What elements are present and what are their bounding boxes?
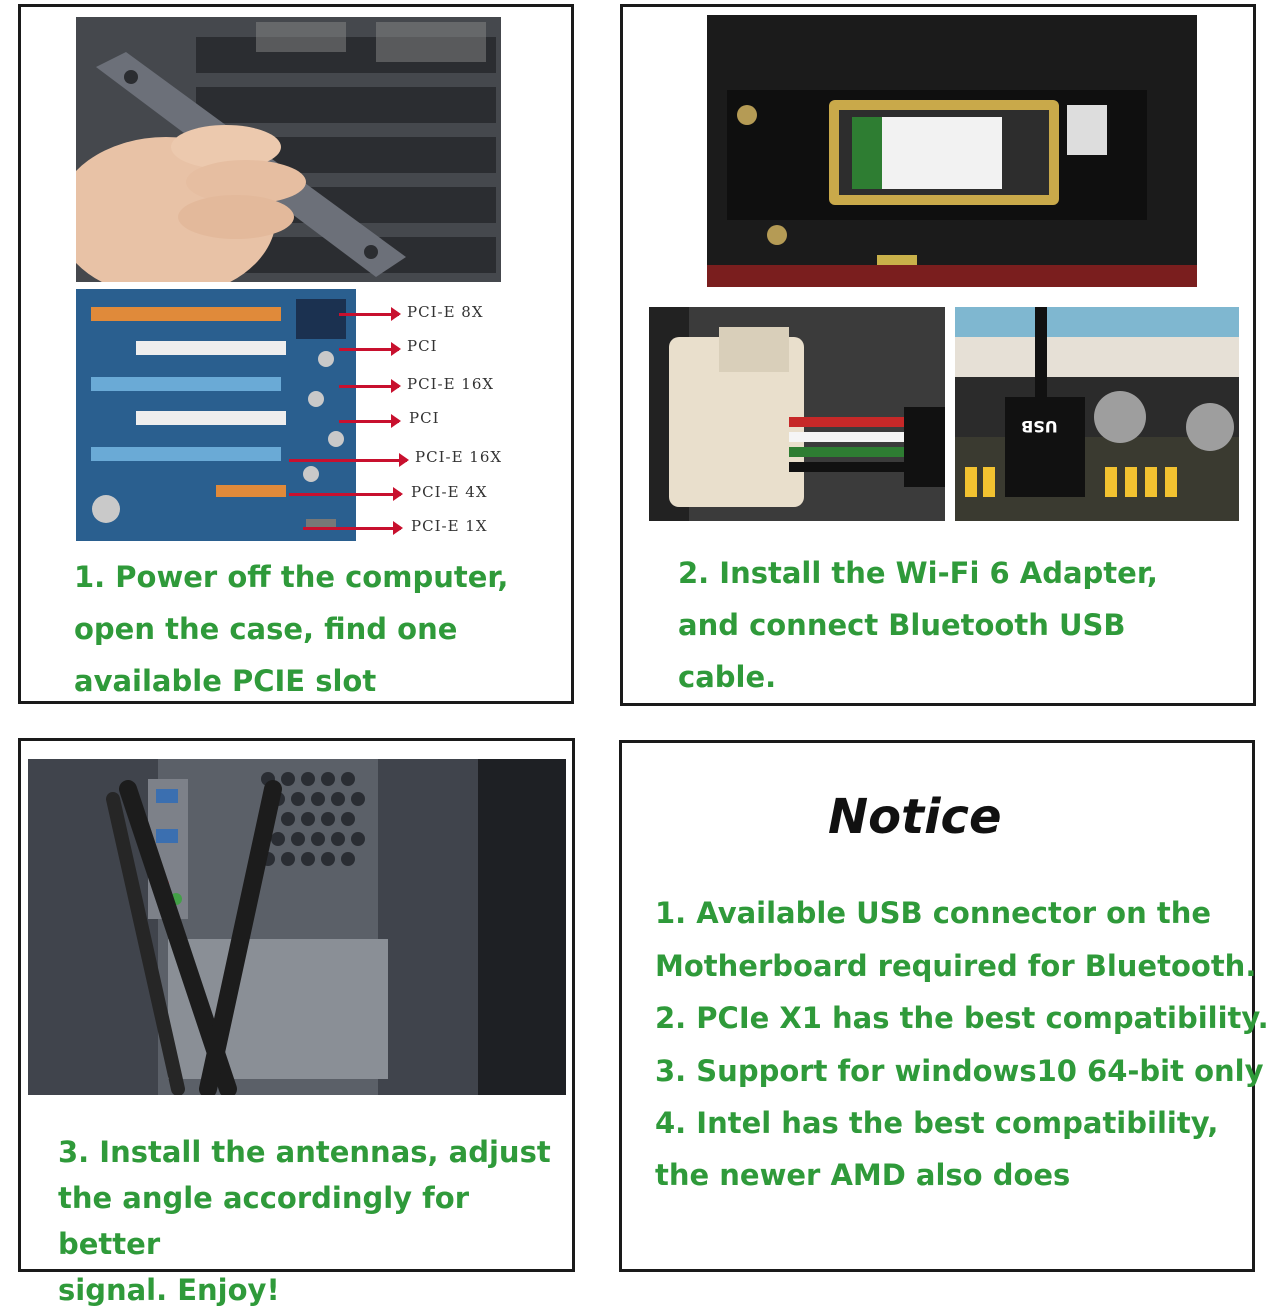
arrow-icon: [339, 379, 401, 393]
notice-line: 3. Support for windows10 64-bit only: [655, 1054, 1264, 1088]
arrow-icon: [303, 521, 403, 535]
usb-label: USB: [1021, 417, 1058, 436]
step2-panel: USB 2. Install the Wi-Fi 6 Adapter, and …: [620, 4, 1256, 706]
step1-line: available PCIE slot: [74, 664, 377, 698]
arrow-icon: [339, 342, 401, 356]
step3-line: signal. Enjoy!: [58, 1273, 280, 1307]
step3-panel: 3. Install the antennas, adjust the angl…: [18, 738, 575, 1307]
notice-line: the newer AMD also does: [655, 1158, 1071, 1192]
arrow-icon: [289, 453, 409, 467]
notice-line: 4. Intel has the best compatibility,: [655, 1106, 1219, 1140]
step1-panel: PCI-E 8X PCI PCI-E 16X PCI PCI-E 16X PCI…: [18, 4, 574, 704]
slot-label: PCI-E 1X: [411, 517, 488, 535]
notice-title: Notice: [828, 789, 1002, 845]
step2-instructions: 2. Install the Wi-Fi 6 Adapter, and conn…: [678, 547, 1158, 703]
slot-label: PCI-E 16X: [415, 448, 503, 466]
notice-line: 2. PCIe X1 has the best compatibility.: [655, 1001, 1269, 1035]
slot-label: PCI-E 16X: [407, 375, 495, 393]
slot-label: PCI-E 8X: [407, 303, 484, 321]
antenna-case-photo: [28, 759, 566, 1095]
step2-line: cable.: [678, 660, 777, 694]
step3-line: 3. Install the antennas, adjust: [58, 1135, 551, 1169]
motherboard-photo: [76, 289, 356, 541]
step2-line: and connect Bluetooth USB: [678, 608, 1126, 642]
adapter-card-photo: [707, 15, 1197, 287]
step1-instructions: 1. Power off the computer, open the case…: [74, 551, 508, 707]
slot-label: PCI: [407, 337, 438, 355]
arrow-icon: [339, 414, 401, 428]
notice-line: Motherboard required for Bluetooth.: [655, 949, 1257, 983]
bracket-removal-photo: [76, 17, 501, 282]
arrow-icon: [289, 487, 403, 501]
step3-line: the angle accordingly for better: [58, 1181, 470, 1261]
step1-line: open the case, find one: [74, 612, 458, 646]
notice-line: 1. Available USB connector on the: [655, 896, 1212, 930]
notice-panel: Notice 1. Available USB connector on the…: [619, 740, 1269, 1272]
step3-instructions: 3. Install the antennas, adjust the angl…: [58, 1129, 572, 1313]
usb-cable-connector-photo: [649, 307, 945, 521]
step1-line: 1. Power off the computer,: [74, 560, 509, 594]
step2-line: 2. Install the Wi-Fi 6 Adapter,: [678, 556, 1158, 590]
arrow-icon: [339, 307, 401, 321]
slot-label: PCI-E 4X: [411, 483, 488, 501]
slot-label: PCI: [409, 409, 440, 427]
usb-header-photo: USB: [955, 307, 1239, 521]
